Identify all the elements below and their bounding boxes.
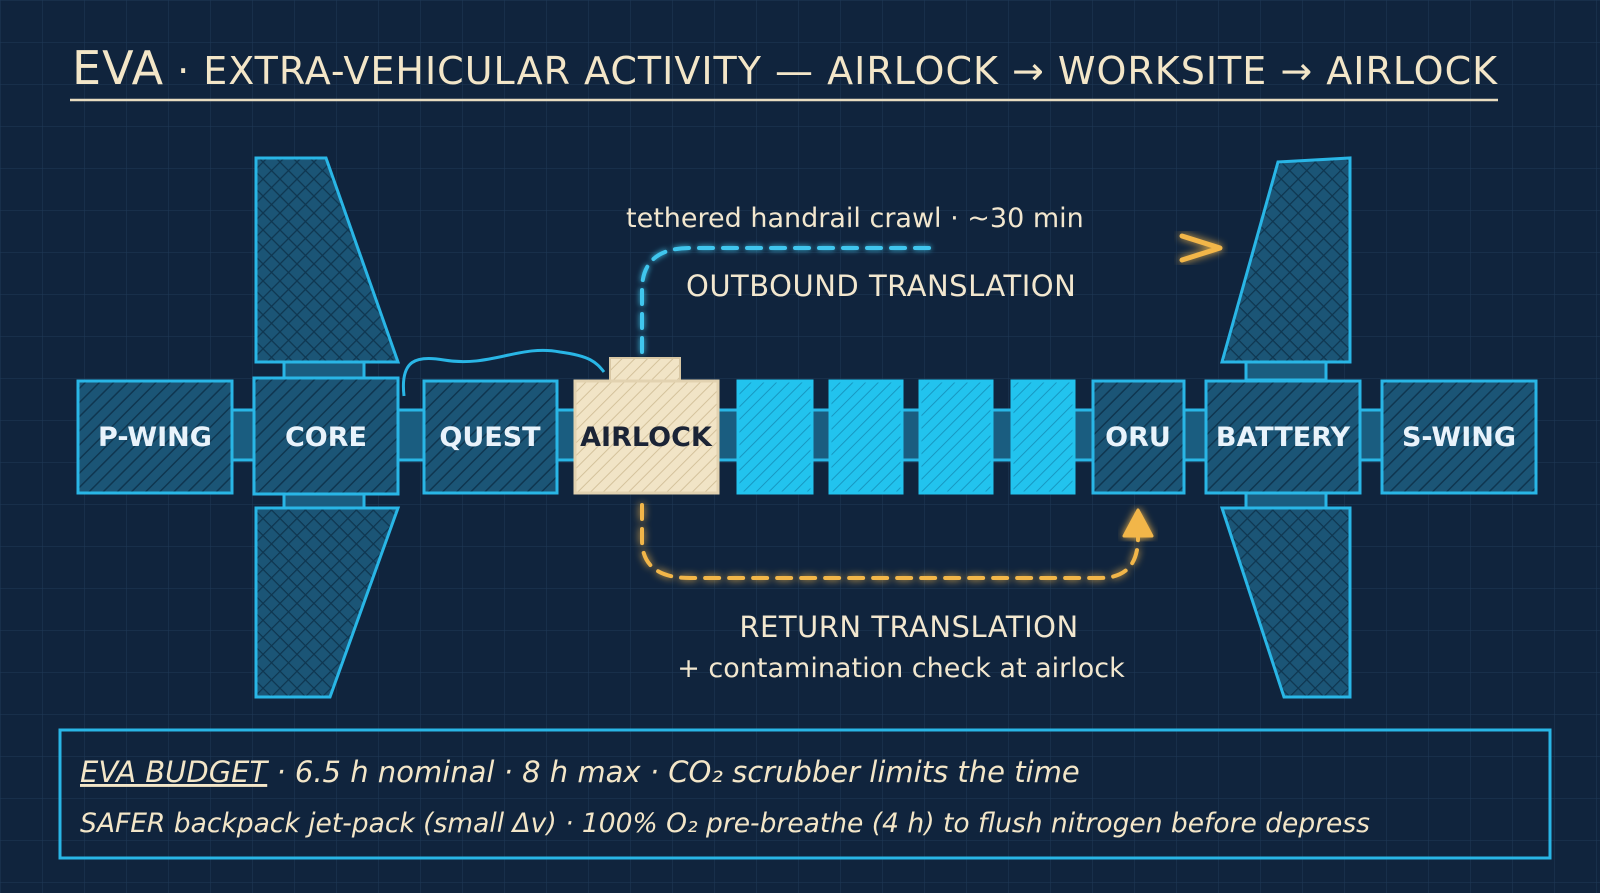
truss-segment-oru-battery bbox=[1182, 408, 1208, 462]
budget-frame bbox=[58, 728, 1552, 860]
truss-segment-quest-airlock bbox=[555, 408, 577, 462]
truss-segment-pwing-core bbox=[230, 408, 256, 462]
airlock-umbilical bbox=[401, 348, 606, 397]
airlock-module[interactable] bbox=[573, 379, 720, 495]
outbound-path-blue bbox=[640, 246, 932, 354]
truss-segment-core-quest bbox=[396, 408, 426, 462]
core-label: CORE bbox=[285, 422, 367, 453]
module-labels: P-WING CORE QUEST AIRLOCK ORU BATTERY S-… bbox=[98, 422, 1516, 453]
budget-line-1: EVA BUDGET · 6.5 h nominal · 8 h max · C… bbox=[80, 755, 1080, 789]
budget-line-1-rest: · 6.5 h nominal · 8 h max · CO₂ scrubber… bbox=[267, 755, 1080, 789]
title-block: EVA · EXTRA-VEHICULAR ACTIVITY — AIRLOCK… bbox=[70, 41, 1498, 102]
left-upper-panel bbox=[254, 156, 401, 364]
outbound-arrow-icon bbox=[1179, 233, 1223, 263]
return-route: RETURN TRANSLATION + contamination check… bbox=[640, 503, 1154, 684]
left-lower-panel bbox=[254, 506, 401, 699]
outbound-note: tethered handrail crawl · ~30 min bbox=[626, 203, 1084, 234]
outbound-label: OUTBOUND TRANSLATION bbox=[686, 269, 1076, 303]
p-wing-module[interactable] bbox=[76, 379, 234, 495]
quest-module[interactable] bbox=[422, 379, 559, 495]
s-wing-label: S-WING bbox=[1402, 422, 1516, 453]
core-module[interactable] bbox=[252, 376, 400, 496]
right-upper-mast bbox=[1244, 360, 1328, 382]
return-arrow-icon bbox=[1122, 508, 1154, 538]
left-solar-array bbox=[254, 156, 401, 699]
return-note: + contamination check at airlock bbox=[677, 653, 1125, 684]
truss-segment-battery-swing bbox=[1358, 408, 1384, 462]
s-wing-module[interactable] bbox=[1380, 379, 1538, 495]
p-wing-label: P-WING bbox=[98, 422, 212, 453]
battery-module[interactable] bbox=[1204, 379, 1362, 495]
right-solar-array bbox=[1219, 156, 1352, 699]
right-upper-panel bbox=[1220, 156, 1352, 364]
title-text: · EXTRA-VEHICULAR ACTIVITY — AIRLOCK → W… bbox=[164, 49, 1498, 93]
airlock-label: AIRLOCK bbox=[580, 422, 713, 453]
bright-module-4[interactable] bbox=[1010, 379, 1076, 495]
budget-heading: EVA BUDGET bbox=[80, 755, 269, 789]
return-label: RETURN TRANSLATION bbox=[739, 610, 1078, 644]
airlock-hatch[interactable] bbox=[609, 357, 681, 383]
oru-module[interactable] bbox=[1091, 379, 1186, 495]
bright-module-3[interactable] bbox=[918, 379, 994, 495]
oru-label: ORU bbox=[1105, 422, 1171, 453]
quest-label: QUEST bbox=[439, 422, 541, 453]
page-title: EVA · EXTRA-VEHICULAR ACTIVITY — AIRLOCK… bbox=[72, 41, 1498, 95]
airlock-group bbox=[401, 348, 720, 495]
bright-module-1[interactable] bbox=[736, 379, 814, 495]
outbound-route: tethered handrail crawl · ~30 min OUTBOU… bbox=[626, 203, 1223, 354]
title-prefix: EVA bbox=[72, 41, 164, 95]
right-lower-panel bbox=[1219, 506, 1352, 699]
battery-label: BATTERY bbox=[1216, 422, 1351, 453]
bright-module-2[interactable] bbox=[828, 379, 904, 495]
budget-line-2: SAFER backpack jet-pack (small Δv) · 100… bbox=[80, 808, 1370, 839]
return-path bbox=[640, 503, 1140, 580]
budget-box: EVA BUDGET · 6.5 h nominal · 8 h max · C… bbox=[58, 728, 1552, 860]
modules bbox=[76, 376, 1538, 496]
